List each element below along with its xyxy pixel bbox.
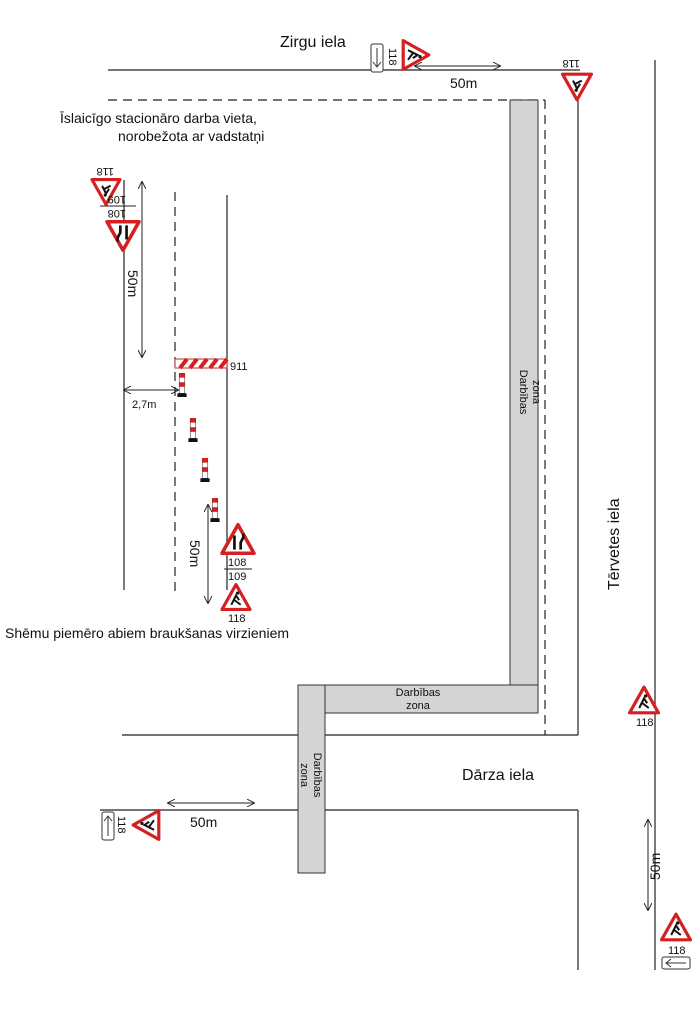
note-line2: norobežota ar vadstatņi [118,128,264,144]
road-lines [100,60,656,970]
zone-label-2b: zona [406,700,431,712]
street-zirgu: Zirgu iela [280,34,346,51]
street-darza: Dārza iela [462,767,534,784]
street-tervetes: Tērvetes iela [606,498,623,590]
roadwork-sign-icon [628,685,660,715]
cone-icon [210,498,220,522]
sign-118-tervetes: 118 [636,717,654,729]
roadwork-sign-icon [561,72,593,102]
cone-icon [200,458,210,482]
sign-109-label-b: 109 [228,571,246,583]
roadwork-sign-icon [401,39,431,71]
zone-label-2a: Darbības [396,687,441,699]
cone-icon [177,373,187,397]
note-line1: Īslaicīgo stacionāro darba vieta, [60,110,257,126]
distance-upper: 50m [125,270,141,297]
work-zone-lower [297,684,326,874]
sign-108-label-b: 108 [228,557,246,569]
zone-label-3a: Darbības [311,753,323,798]
sign-911-label: 911 [230,361,248,373]
roadwork-sign-icon [660,912,692,942]
sign-118-label-b: 118 [228,613,246,625]
barrier-911 [174,357,229,370]
work-zone-vertical [509,99,539,686]
roadwork-sign-icon [220,583,252,611]
sign-118-label: 118 [96,165,114,177]
sign-118-darza: 118 [115,816,127,834]
cone-icon [188,418,198,442]
distance-darza: 50m [190,814,217,830]
sign-118-top-label: 118 [386,48,398,66]
zone-label-1a: Darbības [517,370,529,415]
sign-109-label: 109 [108,193,126,205]
work-zone-horizontal [297,684,539,714]
distance-right: 50m [647,853,663,880]
sign-118-bottom-right: 118 [668,945,686,957]
lane-width: 2,7m [132,399,156,411]
lane-narrowing-sign-icon [107,222,139,250]
note-apply: Shēmu piemēro abiem braukšanas virzienie… [5,625,289,641]
roadwork-sign-icon [131,809,161,841]
sign-108-label: 108 [108,207,126,219]
zone-label-3b: zona [298,763,310,788]
zone-label-1b: zona [530,380,542,405]
sign-118-right-label: 118 [562,57,580,69]
distance-lower: 50m [187,540,203,567]
distance-top: 50m [450,75,477,91]
